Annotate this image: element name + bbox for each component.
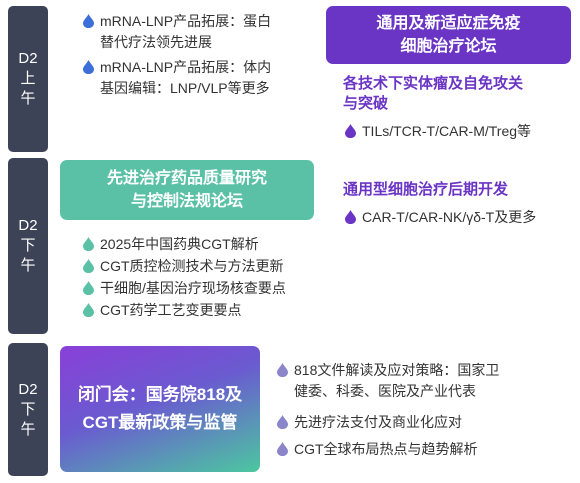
- drop-icon: [83, 60, 94, 74]
- item-text: mRNA-LNP产品拓展：蛋白: [100, 13, 272, 29]
- list-item: CAR-T/CAR-NK/γδ-T及更多: [345, 207, 575, 228]
- item-text: CGT全球布局热点与趋势解析: [294, 441, 478, 457]
- list-item: 先进疗法支付及商业化应对: [277, 412, 573, 433]
- list-item: CGT全球布局热点与趋势解析: [277, 439, 573, 460]
- list-item: mRNA-LNP产品拓展：体内 基因编辑：LNP/VLP等更多: [83, 57, 323, 99]
- day-label-line: D2: [18, 217, 38, 234]
- item-text: 干细胞/基因治疗现场核查要点: [100, 280, 286, 296]
- banner-text: 先进治疗药品质量研究: [106, 170, 267, 187]
- item-text: 替代疗法领先进展: [100, 34, 212, 50]
- item-text: 健委、科委、医院及产业代表: [294, 383, 476, 399]
- item-text: 818文件解读及应对策略：国家卫: [294, 362, 500, 378]
- item-text: TILs/TCR-T/CAR-M/Treg等: [362, 123, 532, 139]
- day-label-line: 午: [20, 257, 36, 274]
- day-label-line: 下: [20, 237, 36, 254]
- day-label-d2-afternoon-2: D2 下 午: [8, 343, 48, 476]
- drop-icon: [345, 210, 356, 224]
- solid-tumor-heading: 各技术下实体瘤及自免攻关 与突破: [343, 74, 573, 114]
- banner-text: 细胞治疗论坛: [400, 38, 497, 55]
- drop-icon: [277, 415, 288, 429]
- drop-icon: [83, 303, 94, 317]
- universal-cell-therapy-heading: 通用型细胞治疗后期开发: [343, 181, 509, 198]
- list-item: mRNA-LNP产品拓展：蛋白 替代疗法领先进展: [83, 11, 323, 53]
- banner-text: CGT最新政策与监管: [82, 413, 238, 432]
- day-label-line: 午: [20, 90, 36, 107]
- closed-meeting-banner: 闭门会：国务院818及 CGT最新政策与监管: [60, 346, 260, 472]
- item-text: 先进疗法支付及商业化应对: [294, 414, 462, 430]
- drop-icon: [83, 237, 94, 251]
- list-item: TILs/TCR-T/CAR-M/Treg等: [345, 121, 575, 142]
- heading-line: 各技术下实体瘤及自免攻关: [343, 75, 524, 92]
- list-item: CGT药学工艺变更要点: [83, 300, 323, 321]
- day-label-d2-morning: D2 上 午: [8, 6, 48, 152]
- drop-icon: [277, 442, 288, 456]
- item-text: CAR-T/CAR-NK/γδ-T及更多: [362, 209, 537, 225]
- day-label-line: 下: [20, 400, 36, 418]
- item-text: mRNA-LNP产品拓展：体内: [100, 59, 272, 75]
- list-item: 818文件解读及应对策略：国家卫 健委、科委、医院及产业代表: [277, 360, 573, 402]
- banner-text: 与控制法规论坛: [130, 193, 243, 210]
- day-label-line: 午: [20, 420, 36, 438]
- day-label-line: D2: [18, 50, 38, 67]
- immune-cell-forum-banner: 通用及新适应症免疫 细胞治疗论坛: [326, 6, 571, 64]
- item-text: CGT质控检测技术与方法更新: [100, 258, 284, 274]
- drop-icon: [83, 259, 94, 273]
- drop-icon: [83, 14, 94, 28]
- drop-icon: [277, 363, 288, 377]
- list-item: 2025年中国药典CGT解析: [83, 234, 323, 255]
- item-text: 2025年中国药典CGT解析: [100, 236, 259, 252]
- list-item: 干细胞/基因治疗现场核查要点: [83, 278, 323, 299]
- drop-icon: [345, 124, 356, 138]
- day-label-line: D2: [18, 380, 38, 398]
- list-item: CGT质控检测技术与方法更新: [83, 256, 323, 277]
- banner-text: 闭门会：国务院818及: [77, 385, 243, 404]
- banner-text: 通用及新适应症免疫: [376, 15, 521, 32]
- day-label-line: 上: [20, 70, 36, 87]
- item-text: CGT药学工艺变更要点: [100, 302, 242, 318]
- heading-line: 与突破: [343, 95, 389, 112]
- quality-regulation-forum-banner: 先进治疗药品质量研究 与控制法规论坛: [60, 160, 314, 220]
- day-label-d2-afternoon: D2 下 午: [8, 158, 48, 334]
- drop-icon: [83, 281, 94, 295]
- item-text: 基因编辑：LNP/VLP等更多: [100, 80, 270, 96]
